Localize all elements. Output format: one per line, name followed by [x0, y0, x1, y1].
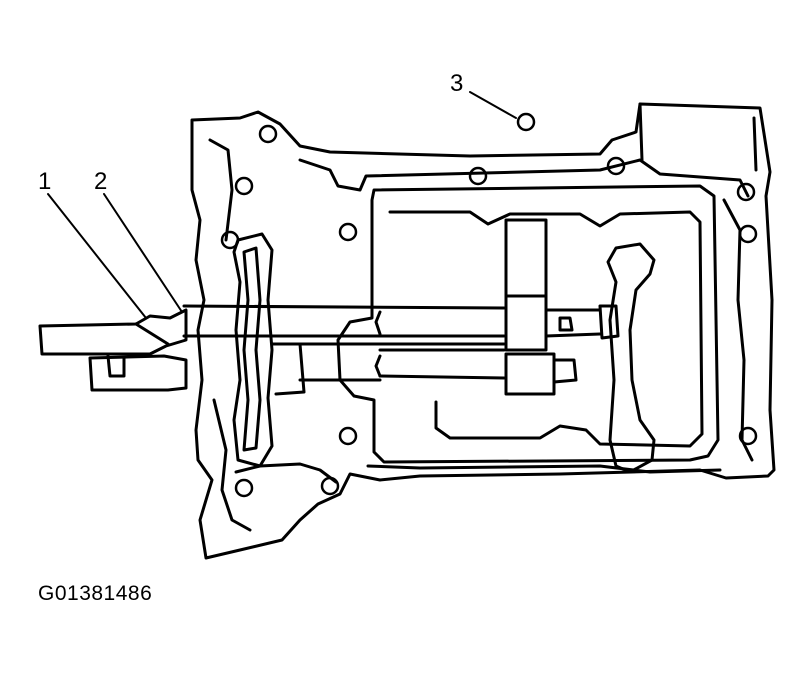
leader-lines [47, 91, 517, 319]
shift-fork-left [232, 232, 306, 468]
inner-cavity-rim [388, 210, 704, 448]
bolt-holes [220, 124, 758, 498]
housing-flange-right [722, 198, 754, 462]
plug [516, 112, 536, 132]
figure-id: G01381486 [38, 582, 153, 605]
housing-right-tab [638, 102, 758, 172]
callout-2: 2 [94, 168, 108, 195]
housing-outline [190, 102, 776, 560]
inner-cavity [336, 184, 720, 464]
housing-flange-top [298, 158, 750, 198]
shift-fork-right [558, 242, 656, 474]
housing-flange-bottom [234, 462, 722, 484]
callout-1: 1 [38, 168, 52, 195]
shift-shaft-tool [38, 308, 188, 392]
shift-rails [182, 304, 602, 384]
callout-3: 3 [450, 70, 464, 97]
center-block [504, 218, 556, 396]
housing-flange-left [208, 138, 252, 532]
